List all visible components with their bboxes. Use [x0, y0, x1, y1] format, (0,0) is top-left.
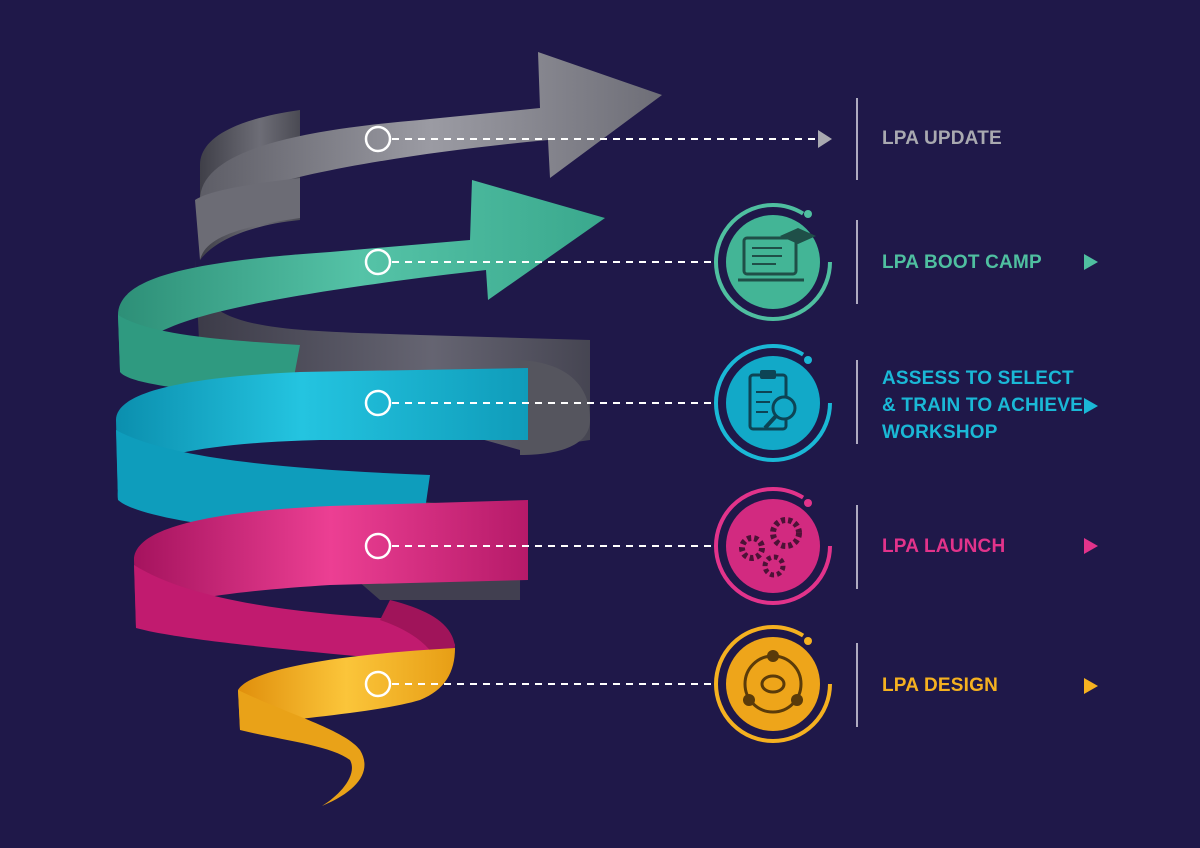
- step-label-launch: LPA LAUNCH: [882, 536, 1006, 557]
- step-label-design: LPA DESIGN: [882, 675, 999, 696]
- step-label-assess: ASSESS TO SELECT & TRAIN TO ACHIEVE WORK…: [882, 368, 1084, 443]
- divider-assess: [856, 360, 858, 444]
- clipboard-magnifier-icon: [714, 344, 832, 462]
- team-discussion-icon: [714, 625, 832, 743]
- divider-bootcamp: [856, 220, 858, 304]
- gears-icon: [714, 487, 832, 605]
- divider-launch: [856, 505, 858, 589]
- play-arrow-icon[interactable]: [1084, 254, 1098, 270]
- step-label-update: LPA UPDATE: [882, 128, 1002, 149]
- laptop-graduation-cap-icon: [714, 203, 832, 321]
- play-arrow-icon[interactable]: [1084, 538, 1098, 554]
- divider-design: [856, 643, 858, 727]
- step-label-bootcamp: LPA BOOT CAMP: [882, 252, 1042, 273]
- divider-update: [856, 98, 858, 180]
- play-arrow-icon[interactable]: [1084, 398, 1098, 414]
- play-arrow-icon[interactable]: [1084, 678, 1098, 694]
